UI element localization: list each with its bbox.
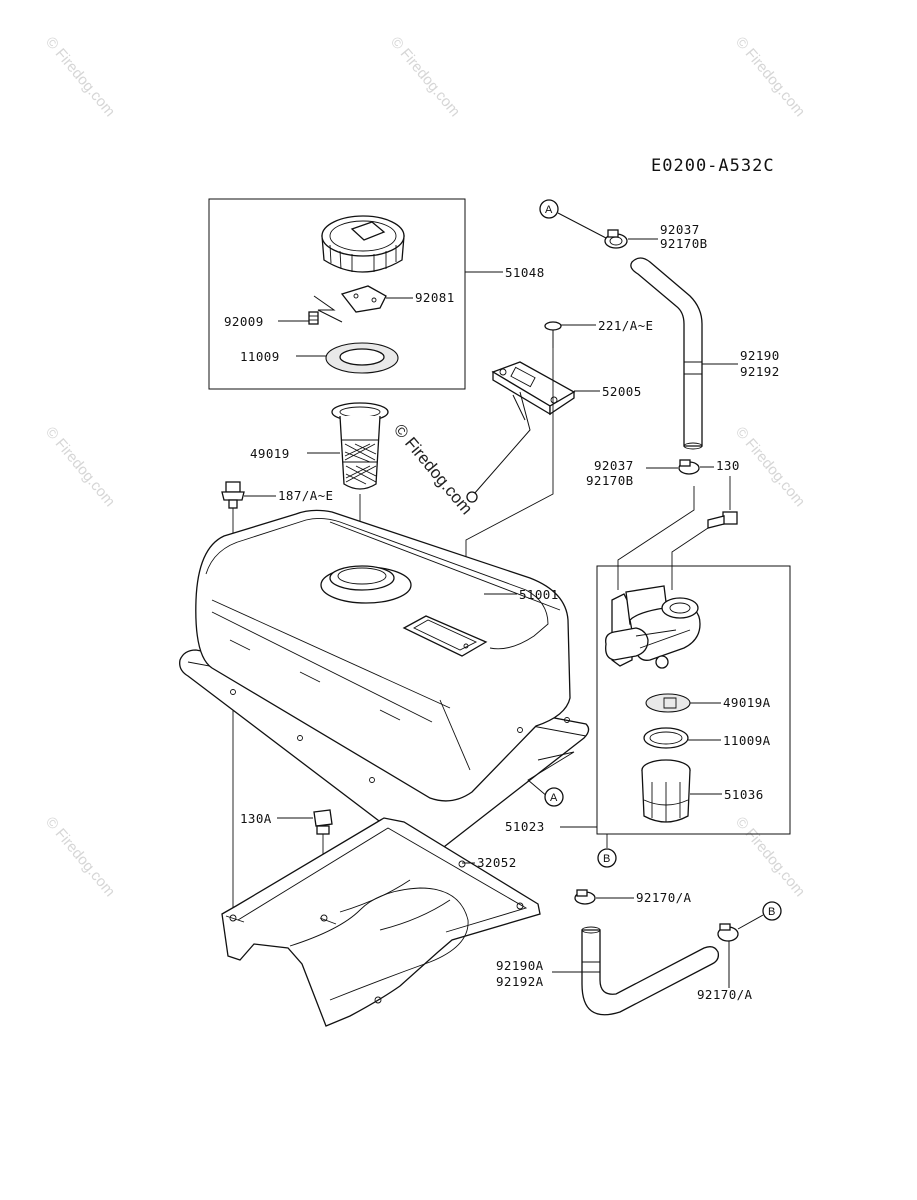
watermark-top-middle: © Firedog.com	[387, 34, 463, 120]
connector-A-upper	[539, 199, 559, 219]
label-51048: 51048	[505, 265, 545, 280]
watermark-lower-right: © Firedog.com	[732, 814, 808, 900]
watermark-mid-right: © Firedog.com	[732, 424, 808, 510]
connector-A-lower-text: A	[550, 792, 558, 804]
label-92081: 92081	[415, 290, 455, 305]
connector-B-right-text: B	[768, 906, 775, 918]
connector-B-left-text: B	[603, 853, 610, 865]
watermark-lower-left: © Firedog.com	[42, 814, 118, 900]
fuel-cap	[321, 215, 405, 273]
gasket-11009A	[643, 727, 689, 749]
connector-A-upper-text: A	[545, 204, 553, 216]
fuel-tank-51001	[179, 509, 590, 855]
bolt-130	[707, 511, 738, 529]
connector-A-lower	[544, 787, 564, 807]
label-187: 187/A~E	[278, 488, 333, 503]
watermark-center: © Firedog.com	[390, 420, 476, 518]
label-92170B-top: 92170B	[660, 236, 708, 251]
cap-group-box	[208, 198, 466, 390]
watermark-top-left: © Firedog.com	[42, 34, 118, 120]
fuel-cock	[605, 585, 701, 669]
label-92190A: 92190A	[496, 958, 544, 973]
clamp-92037-top	[604, 229, 628, 249]
label-92037-mid: 92037	[594, 458, 634, 473]
label-32052: 32052	[477, 855, 517, 870]
label-49019: 49019	[250, 446, 290, 461]
bracket-32052	[221, 817, 541, 1027]
label-92170B-mid: 92170B	[586, 473, 634, 488]
fuel-hose-92190	[630, 257, 703, 450]
fuel-hose-92190A	[581, 926, 720, 1016]
watermark-top-right: © Firedog.com	[732, 34, 808, 120]
diagram-code: E0200-A532C	[651, 156, 775, 176]
screw-92009	[308, 311, 319, 325]
fuel-cock-box	[596, 565, 791, 835]
bolt-187	[221, 481, 245, 509]
clamp-92170A-2	[717, 923, 739, 942]
screw-221	[544, 321, 562, 348]
fuel-filter-49019	[331, 402, 389, 490]
label-92170A-1: 92170/A	[636, 890, 692, 905]
label-221: 221/A~E	[598, 318, 653, 333]
cap-retainer	[313, 285, 387, 323]
bolt-130A	[313, 809, 333, 835]
sediment-bowl-51036	[641, 759, 691, 823]
label-92009: 92009	[224, 314, 264, 329]
label-92192: 92192	[740, 364, 780, 379]
watermark-mid-left: © Firedog.com	[42, 424, 118, 510]
label-11009: 11009	[240, 349, 280, 364]
clamp-92037-mid	[678, 459, 700, 475]
label-92190: 92190	[740, 348, 780, 363]
connector-B-left	[597, 848, 617, 868]
connector-B-right	[762, 901, 782, 921]
label-130: 130	[716, 458, 740, 473]
label-92037-top: 92037	[660, 222, 700, 237]
label-49019A: 49019A	[723, 695, 771, 710]
label-51023: 51023	[505, 819, 545, 834]
label-51001: 51001	[519, 587, 559, 602]
label-51036: 51036	[724, 787, 764, 802]
label-92192A: 92192A	[496, 974, 544, 989]
label-130A: 130A	[240, 811, 272, 826]
label-52005: 52005	[602, 384, 642, 399]
label-92170A-2: 92170/A	[697, 987, 753, 1002]
filter-49019A	[645, 693, 691, 713]
gasket-11009	[325, 342, 399, 374]
fuel-gauge-52005	[466, 361, 576, 503]
label-11009A: 11009A	[723, 733, 771, 748]
clamp-92170A-1	[574, 889, 596, 905]
